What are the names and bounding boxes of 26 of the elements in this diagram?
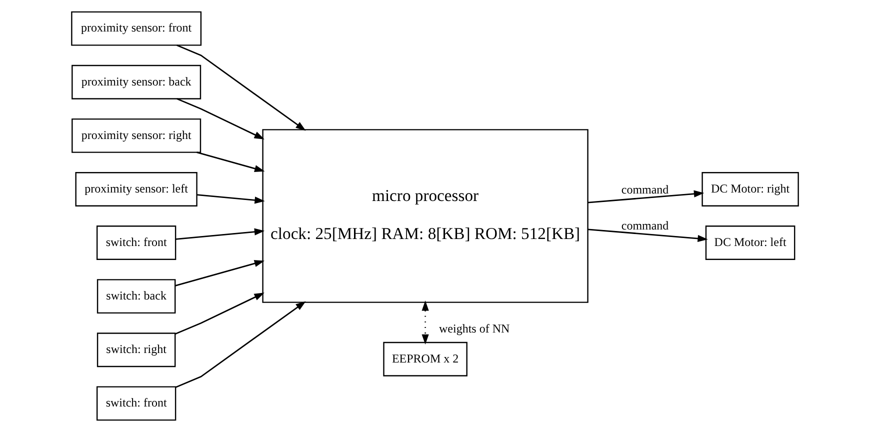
node-box: switch: front [96,226,176,260]
edge-label: weights of NN [439,321,510,336]
arrow [175,260,265,286]
node-box: DC Motor: right [702,172,799,206]
edge-label: command [621,182,669,196]
node-box: proximity sensor: left [75,172,198,206]
node-box: DC Motor: left [705,226,796,260]
node-box: proximity sensor: right [72,118,202,153]
arrow [588,228,708,242]
arrow [176,98,264,140]
arrow [175,292,264,334]
arrow [196,152,265,172]
arrow [588,190,704,204]
arrow [176,228,265,240]
node-box: micro processor clock: 25[MHz] RAM: 8[KB] ROM: 512[KB] [262,129,588,303]
node-box: switch: right [96,332,176,368]
arrow [176,44,306,131]
node-box: proximity sensor: back [72,64,202,100]
node-box: proximity sensor: front [71,11,202,46]
arrow [197,194,265,204]
node-box: switch: back [96,279,176,314]
node-box: EEPROM x 2 [383,342,468,376]
arrow [176,301,306,388]
edge-label: command [621,218,669,232]
arrow [422,300,429,345]
node-box: switch: front [96,386,176,421]
